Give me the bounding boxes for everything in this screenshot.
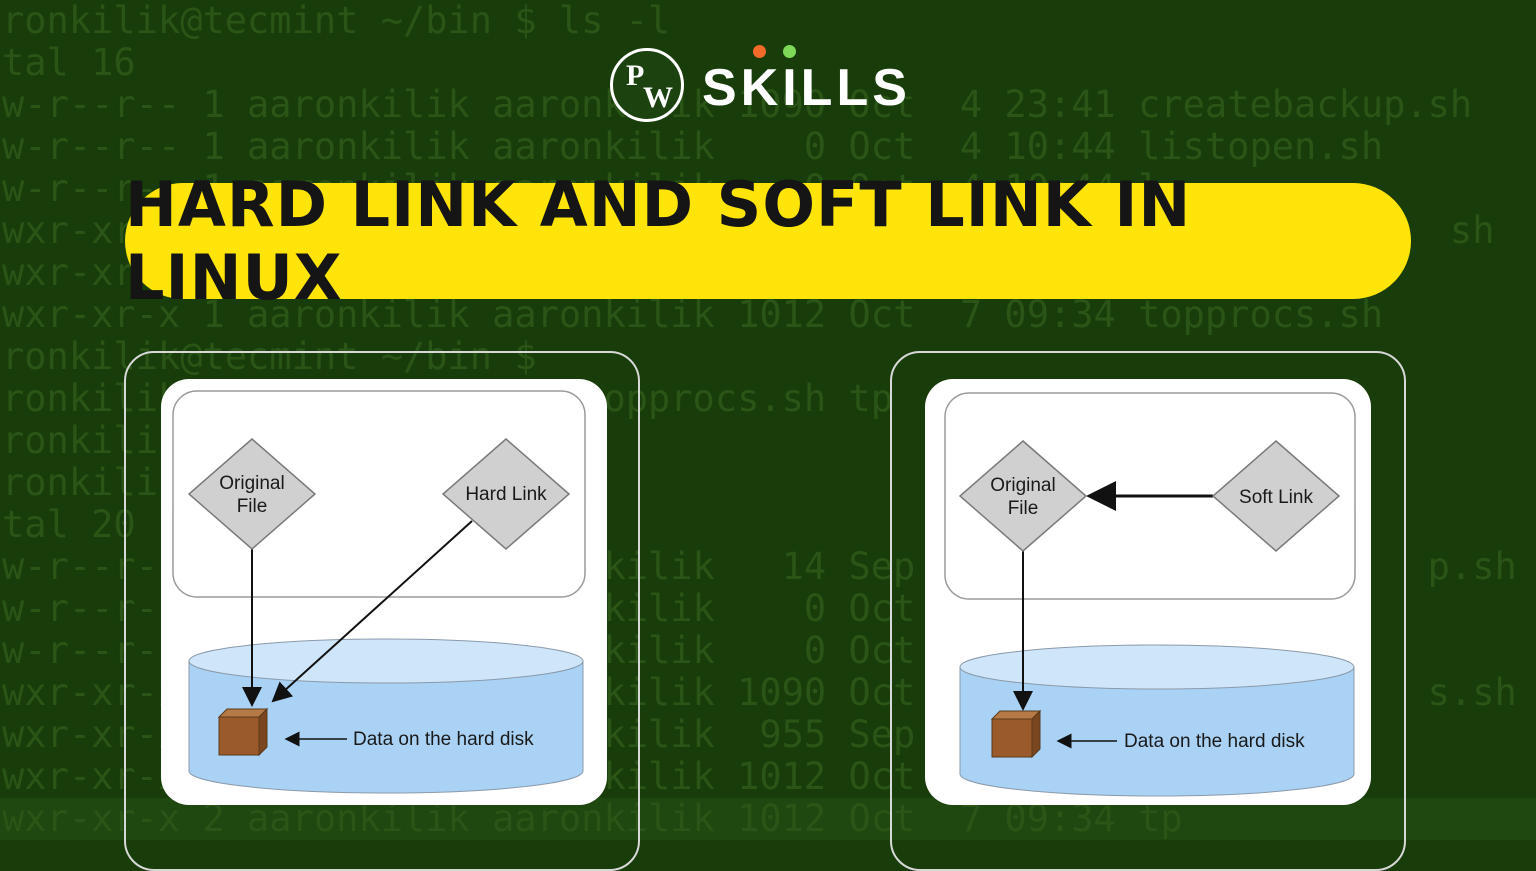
terminal-line: tal 16: [2, 41, 136, 84]
data-block-icon: [217, 707, 269, 757]
terminal-line: w-r--r-- 1 aaronkilik aaronkilik 0 Oct 4…: [2, 125, 1384, 168]
soft-link-label: Soft Link: [1239, 487, 1313, 508]
terminal-line: ronkilik@tecmint ~/bin $ ls -l: [2, 0, 671, 42]
soft-link-diagram-card: Original File Soft Link Data on the hard…: [925, 379, 1371, 805]
pw-logo-mark: P W: [610, 48, 684, 122]
data-on-disk-label: Data on the hard disk: [1124, 731, 1305, 752]
soft-link-node: [1211, 440, 1341, 552]
original-file-label-line1: Original: [219, 473, 284, 494]
hard-link-diagram: Original File Hard Link Data on the hard…: [172, 390, 586, 794]
terminal-line: wxr-xr-x 1 aaronkilik aaronkilik 1012 Oc…: [2, 293, 1384, 336]
terminal-line: tal 20: [2, 503, 136, 546]
original-file-node: [958, 440, 1088, 552]
hard-link-node: [441, 438, 571, 550]
logo-mark-w: W: [643, 81, 673, 114]
page-title: HARD LINK AND SOFT LINK IN LINUX: [125, 168, 1192, 314]
hard-link-diagram-card: Original File Hard Link Data on the hard…: [161, 379, 607, 805]
data-on-disk-label: Data on the hard disk: [353, 729, 534, 750]
logo-orange-dot: [753, 45, 766, 58]
pw-skills-logo: P W SKILLS: [610, 45, 930, 128]
terminal-line: wxr-xr-x 2 aaronkilik aaronkilik 1012 Oc…: [0, 798, 1536, 840]
hard-link-label: Hard Link: [465, 484, 547, 505]
logo-green-dot: [783, 45, 796, 58]
terminal-line: w-r--r-- 1 aaronkilik aaronkilik 1090 Oc…: [2, 83, 1473, 126]
terminal-line: ronkilik: [2, 419, 181, 462]
hardlink-to-data-arrow: [271, 520, 473, 703]
original-file-label-line2: File: [237, 496, 268, 517]
title-banner: HARD LINK AND SOFT LINK IN LINUX: [125, 168, 1411, 314]
terminal-line: ronkilik topprocs.sh tp: [2, 377, 894, 420]
logo-text: SKILLS: [702, 59, 911, 117]
original-file-node: [187, 438, 317, 550]
logo-mark-p: P: [626, 59, 645, 92]
directory-box: [172, 390, 586, 598]
original-file-label-line1: Original: [990, 475, 1055, 496]
soft-link-diagram: Original File Soft Link Data on the hard…: [944, 392, 1356, 797]
data-block-icon: [990, 709, 1042, 759]
original-file-label-line2: File: [1008, 498, 1039, 519]
terminal-line: ronkilik@tecmint ~/bin $: [2, 335, 537, 378]
